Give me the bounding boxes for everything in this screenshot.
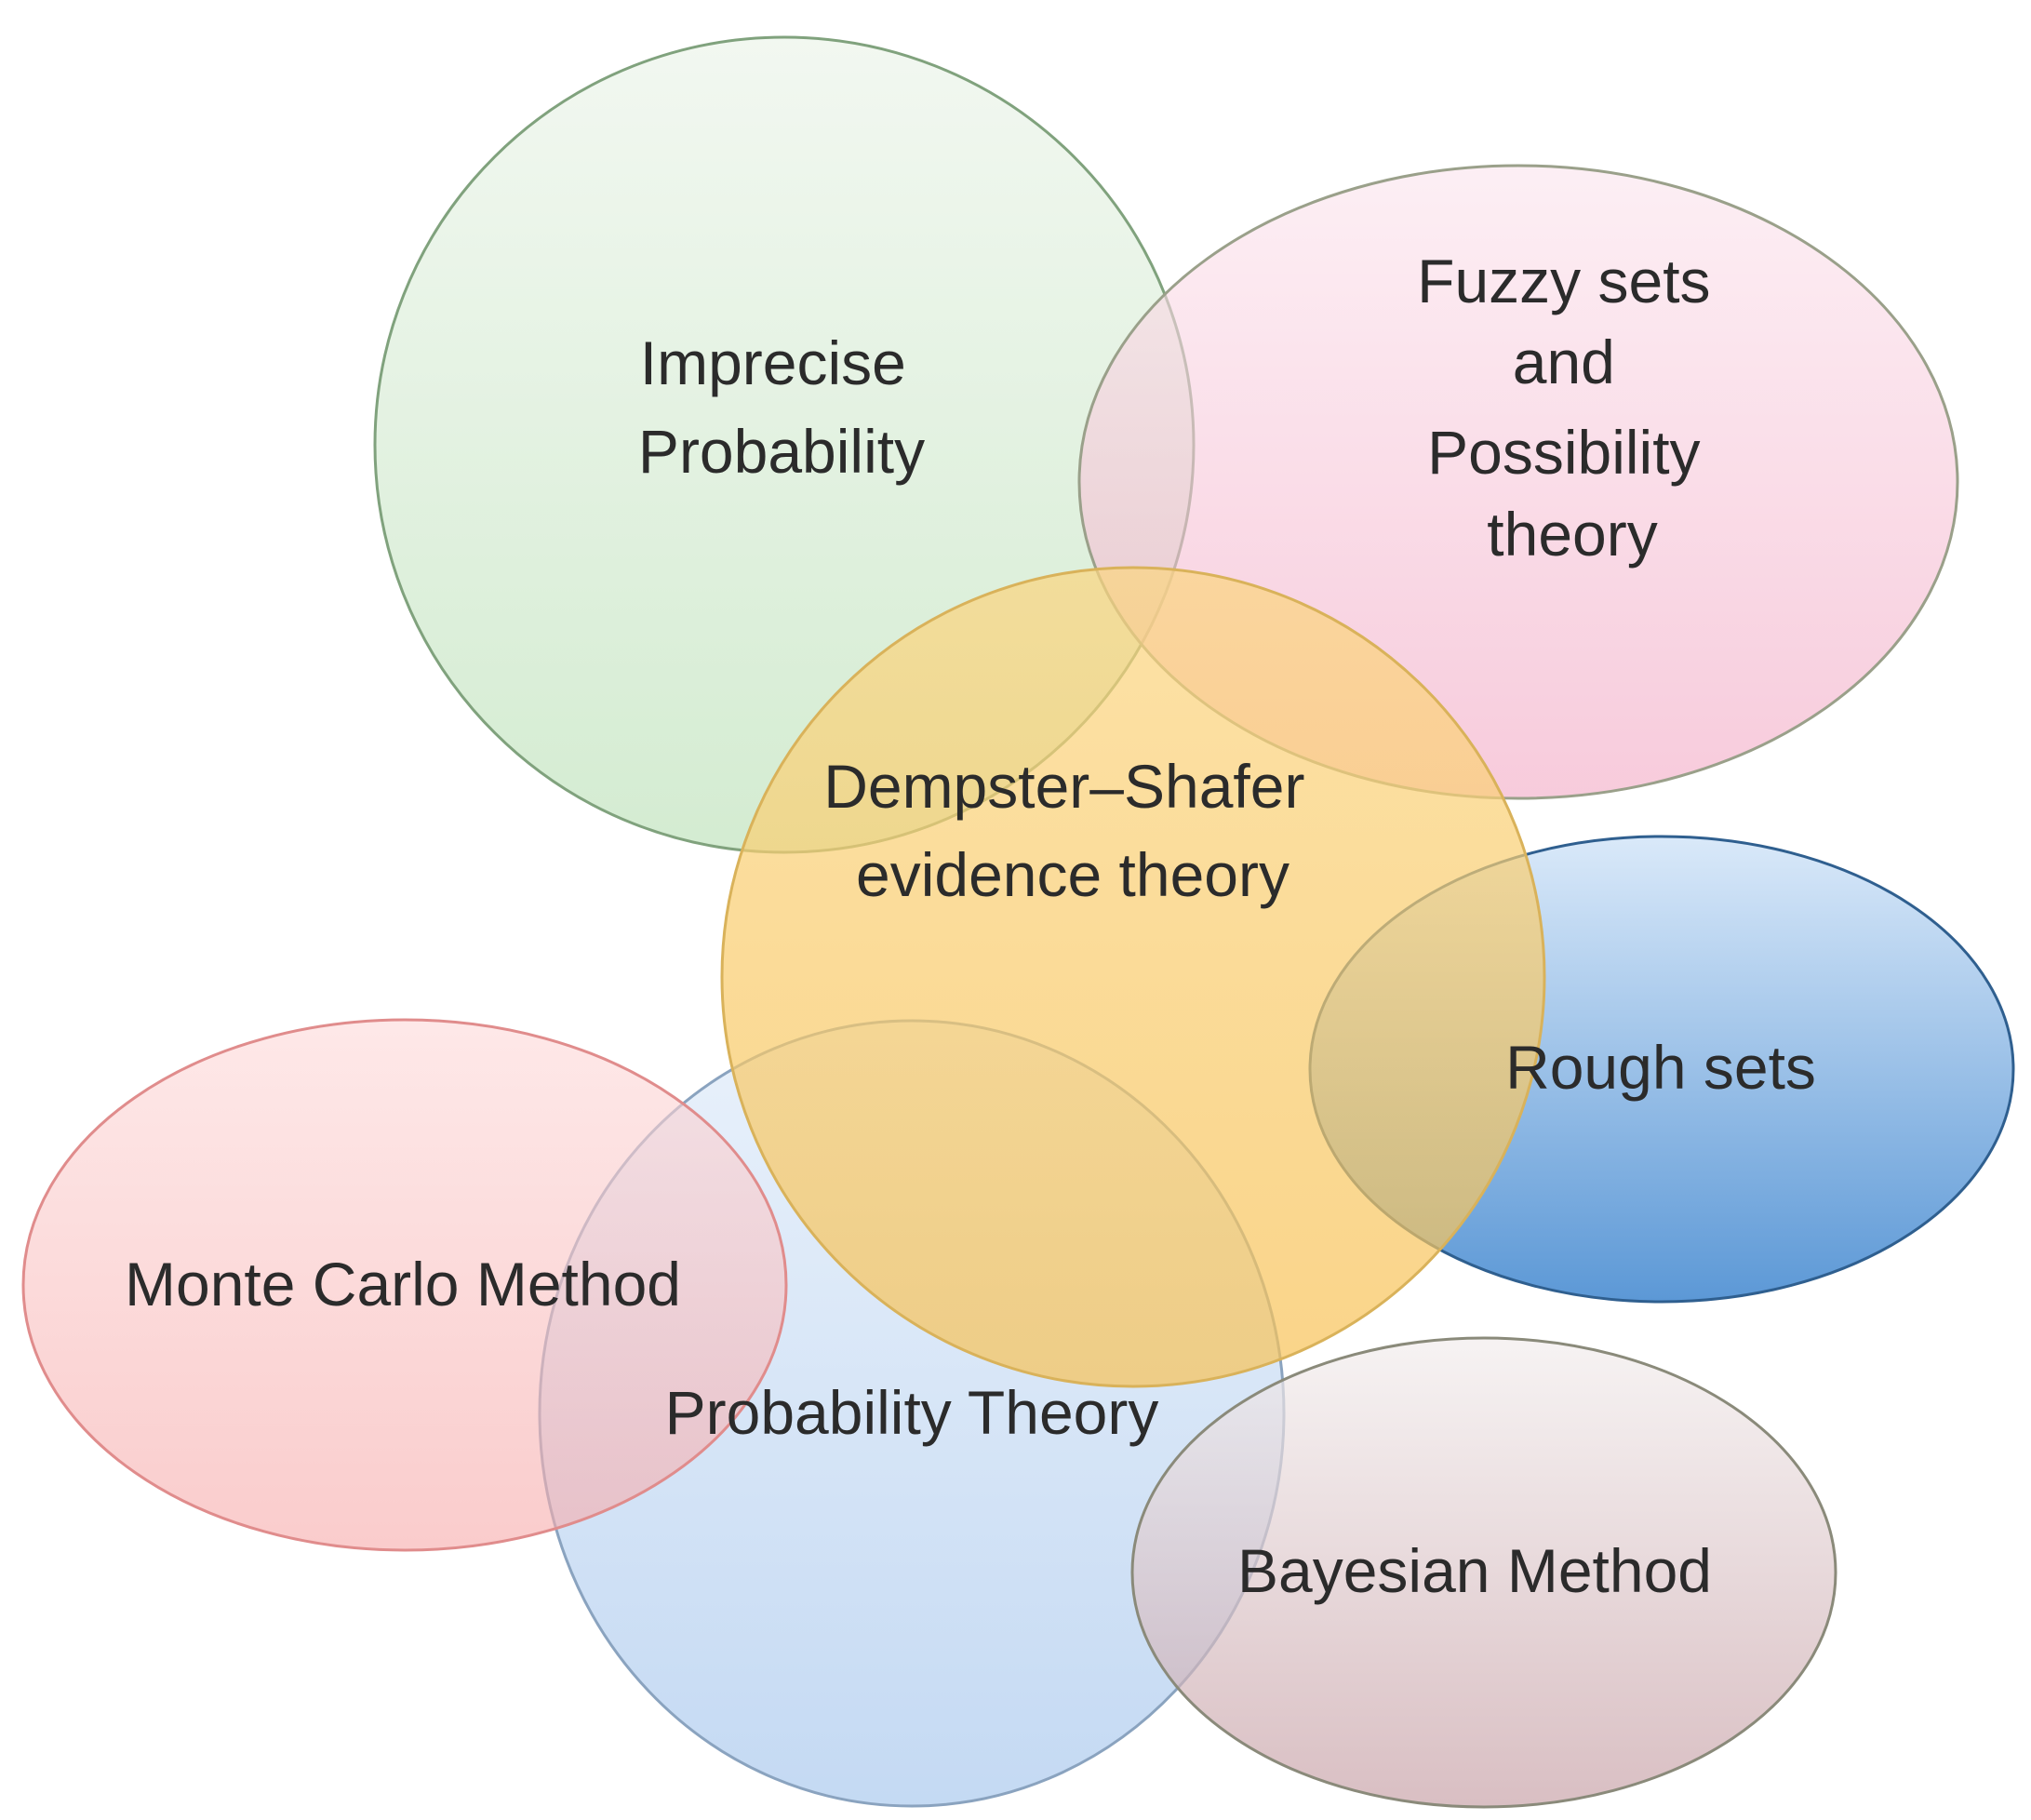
bayesian-method-ellipse: [1130, 1336, 1837, 1809]
label-line: Dempster–Shafer: [823, 752, 1304, 821]
rough-sets-label: Rough sets: [1505, 1033, 1816, 1102]
dempster-shafer-label: Dempster–Shafer evidence theory: [823, 752, 1322, 909]
dempster-shafer-circle: [720, 566, 1546, 1388]
label-line: evidence theory: [856, 840, 1289, 909]
label-line: theory: [1487, 500, 1657, 569]
label-line: Fuzzy sets: [1417, 247, 1710, 315]
probability-theory-label: Probability Theory: [665, 1378, 1159, 1447]
label-line: Probability: [638, 417, 925, 486]
fuzzy-sets-label: Fuzzy sets and Possibility theory: [1417, 247, 1728, 569]
label-line: Imprecise: [640, 328, 906, 397]
label-line: and: [1513, 328, 1615, 396]
label-line: Possibility: [1427, 418, 1700, 487]
bayesian-method-label: Bayesian Method: [1237, 1536, 1712, 1605]
imprecise-probability-label: Imprecise Probability: [638, 328, 925, 486]
monte-carlo-ellipse: [21, 1018, 788, 1552]
monte-carlo-label: Monte Carlo Method: [125, 1250, 681, 1318]
